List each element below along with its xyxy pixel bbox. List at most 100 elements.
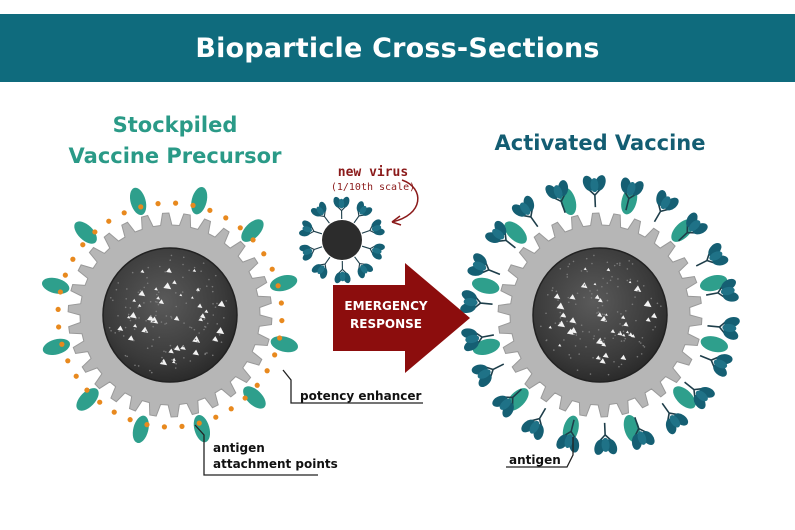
antigen: [594, 422, 618, 455]
core-speck: [616, 311, 619, 313]
antigen: [521, 407, 547, 440]
core-speck: [551, 287, 554, 289]
core-fleck: [548, 325, 552, 329]
core-speck: [199, 316, 202, 319]
attachment-point: [261, 251, 267, 257]
core-speck: [540, 325, 542, 328]
antigen-lobe: [669, 415, 681, 428]
core-speck: [150, 315, 152, 317]
antigen-lobe: [529, 420, 540, 434]
core-speck: [206, 322, 209, 325]
core-speck: [205, 285, 208, 287]
core-speck: [165, 351, 167, 353]
antigen: [684, 381, 715, 410]
core-speck: [551, 289, 553, 292]
attachment-point: [213, 414, 219, 420]
antigen-lobe: [316, 206, 324, 216]
attachment-point: [121, 210, 127, 216]
core-speck: [109, 296, 112, 299]
attachment-point: [59, 341, 65, 347]
attachment-point: [207, 207, 213, 213]
potency-enhancer: [472, 338, 501, 356]
core-fleck: [127, 335, 135, 341]
core-speck: [599, 357, 602, 359]
attachment-point: [57, 289, 63, 295]
core-speck: [583, 296, 585, 299]
core-speck: [198, 332, 200, 334]
core-speck: [189, 326, 191, 328]
antigen-attachment-leader-line: [194, 424, 318, 476]
core-fleck: [597, 298, 603, 303]
core-speck: [614, 334, 616, 337]
core-speck: [568, 263, 571, 265]
attachment-point: [80, 242, 86, 248]
core-fleck: [154, 287, 158, 291]
core-speck: [559, 311, 562, 314]
core-fleck: [168, 348, 174, 354]
antigen: [353, 201, 373, 224]
core-fleck: [204, 309, 209, 314]
core-speck: [579, 338, 581, 340]
core-speck: [193, 328, 196, 331]
antigen-lobe: [722, 323, 737, 333]
core-speck: [174, 292, 177, 294]
core-speck: [574, 303, 577, 306]
core-speck: [639, 342, 642, 344]
core-speck: [585, 346, 587, 348]
potency-enhancer: [673, 386, 696, 409]
core-speck: [628, 333, 630, 336]
antigen: [461, 328, 495, 352]
core-fleck: [173, 315, 180, 321]
core-speck: [126, 288, 128, 290]
core-speck: [133, 339, 135, 342]
antigen: [511, 195, 539, 228]
core-speck: [212, 303, 214, 305]
core-speck: [613, 360, 615, 363]
core-speck: [578, 353, 580, 355]
core-fleck: [556, 302, 565, 310]
core-fleck: [595, 337, 604, 345]
potency-enhancer: [42, 338, 71, 356]
core-speck: [158, 336, 161, 339]
antigen: [677, 212, 708, 242]
antigen-lobe: [590, 178, 599, 193]
core-speck: [182, 345, 185, 348]
antigen-lobe: [317, 265, 325, 275]
antigen-lobe: [338, 198, 345, 209]
core-fleck: [179, 293, 183, 297]
core-speck: [585, 257, 588, 260]
core-speck: [609, 279, 612, 282]
core-speck: [173, 347, 175, 350]
core-speck: [574, 345, 577, 347]
core-fleck: [147, 314, 155, 322]
attachment-point: [277, 335, 283, 341]
antigen: [545, 180, 569, 214]
antigen-lobe: [709, 251, 723, 261]
antigen-lobe: [519, 202, 531, 215]
core-speck: [637, 289, 639, 292]
antigen: [361, 243, 385, 260]
potency-enhancer: [471, 277, 500, 294]
core-speck: [188, 269, 190, 272]
core-speck: [204, 325, 206, 328]
antigen: [707, 316, 740, 340]
core-speck: [566, 273, 568, 276]
attachment-point: [172, 200, 179, 206]
core-speck: [146, 276, 148, 279]
core-speck: [200, 270, 202, 273]
antigen-lobe: [339, 271, 346, 282]
core-speck: [652, 328, 654, 331]
attachment-point: [62, 272, 68, 278]
core-fleck: [628, 280, 632, 284]
core-speck: [597, 307, 599, 309]
core-speck: [618, 264, 621, 266]
core-speck: [171, 358, 173, 361]
core-speck: [566, 320, 568, 323]
attachment-point: [237, 225, 243, 231]
attachment-point: [56, 324, 62, 330]
core-speck: [597, 329, 600, 331]
core-speck: [174, 367, 177, 369]
core-speck: [169, 344, 172, 347]
core-fleck: [172, 360, 176, 364]
attachment-point: [111, 409, 117, 415]
